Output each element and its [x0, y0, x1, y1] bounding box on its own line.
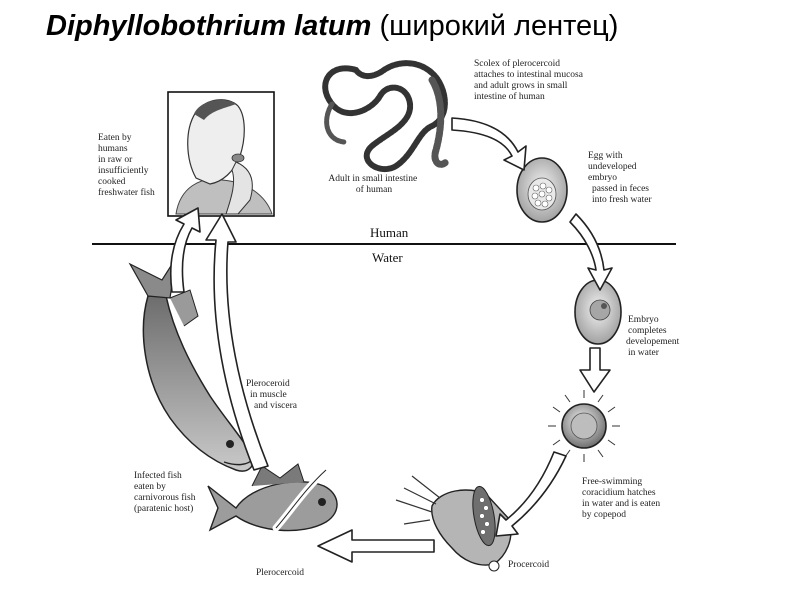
label-pleroceroid-tissue: Pleroceroid in muscle and viscera [246, 379, 298, 411]
title-native: (широкий лентец) [379, 10, 619, 42]
label-egg: Egg with undeveloped embryo passed in fe… [588, 151, 652, 205]
label-coracidium: Free-swimming coracidium hatches in wate… [582, 477, 662, 520]
label-embryo: Embryo completes developement in water [626, 315, 682, 358]
cycle-arrows [169, 117, 613, 563]
arrow-coracidium-to-copepod [495, 451, 567, 537]
page-title: Diphyllobothrium latum (широкий лентец) [46, 10, 618, 43]
arrow-copepod-to-fish [317, 529, 435, 563]
copepod-procercoid-illustration [395, 475, 512, 572]
label-scolex: Scolex of plerocercoid attaches to intes… [474, 58, 585, 102]
arrow-egg-to-embryo [569, 213, 613, 291]
small-fish-illustration [207, 463, 338, 532]
label-fish-host: Infected fish eaten by carnivorous fish … [134, 470, 198, 514]
embryonated-egg-illustration [574, 279, 622, 345]
human-eating-illustration [167, 91, 275, 217]
large-fish-illustration [128, 257, 255, 472]
arrow-embryo-to-coracidium [579, 347, 611, 393]
egg-illustration [516, 157, 568, 223]
label-plerocercoid: Plerocercoid [256, 568, 304, 578]
title-latin: Diphyllobothrium latum [46, 10, 372, 42]
arrow-worm-to-egg [451, 117, 527, 171]
label-procercoid: Procercoid [508, 560, 549, 570]
adult-tapeworm-illustration [322, 60, 450, 173]
arrow-fish-to-human-left [169, 207, 201, 293]
label-adult: Adult in small intestine of human [328, 174, 419, 195]
label-eaten-by-humans: Eaten by humans in raw or insufficiently… [98, 133, 155, 198]
arrow-fish-to-human-right [205, 213, 269, 471]
coracidium-illustration [548, 390, 620, 462]
zone-water-label: Water [372, 250, 403, 265]
zone-human-label: Human [370, 225, 409, 240]
